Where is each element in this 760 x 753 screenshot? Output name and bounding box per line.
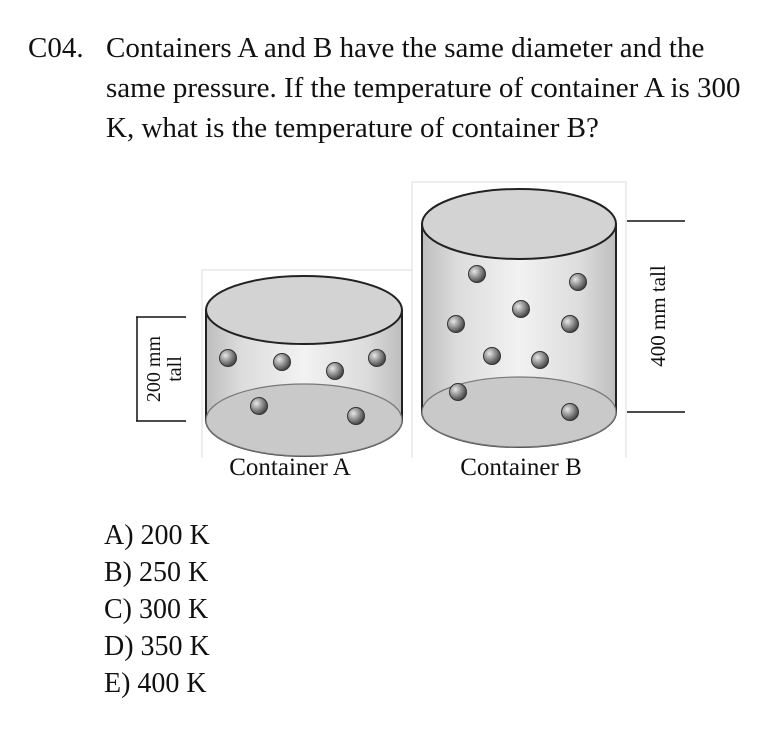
- container-a-bottom: [205, 383, 403, 457]
- container-a-particles: [219, 349, 386, 425]
- container-b-label: Container B: [460, 454, 582, 481]
- particle: [250, 397, 268, 415]
- particle: [561, 315, 579, 333]
- choice-b[interactable]: B) 250 K: [104, 557, 209, 588]
- container-b-top: [421, 188, 617, 260]
- choice-e[interactable]: E) 400 K: [104, 668, 207, 699]
- particle: [326, 362, 344, 380]
- particle: [273, 353, 291, 371]
- question-text: Containers A and B have the same diamete…: [106, 32, 741, 144]
- particle: [531, 351, 549, 369]
- particle: [368, 349, 386, 367]
- container-b-bottom: [421, 376, 617, 448]
- panel-frames: [201, 181, 627, 458]
- height-label-a-line2: tall: [164, 356, 186, 382]
- container-b-particles: [447, 265, 587, 421]
- height-marker-b: 400 mm tall: [627, 220, 685, 413]
- container-b: [421, 188, 617, 448]
- choice-a[interactable]: A) 200 K: [104, 520, 210, 551]
- particle: [561, 403, 579, 421]
- answer-choices: A) 200 K B) 250 K C) 300 K D) 350 K E) 4…: [104, 517, 210, 702]
- particle: [483, 347, 501, 365]
- particle: [347, 407, 365, 425]
- choice-d[interactable]: D) 350 K: [104, 631, 210, 662]
- container-a-label: Container A: [229, 454, 351, 481]
- container-a: [205, 275, 403, 457]
- height-label-a-line1: 200 mm: [143, 336, 165, 403]
- particle: [219, 349, 237, 367]
- particle: [468, 265, 486, 283]
- particle: [449, 383, 467, 401]
- height-label-b: 400 mm tall: [646, 265, 670, 367]
- particle: [447, 315, 465, 333]
- choice-c[interactable]: C) 300 K: [104, 594, 209, 625]
- question-number: C04.: [28, 32, 84, 64]
- particle: [569, 273, 587, 291]
- container-a-top: [205, 275, 403, 345]
- particle: [512, 300, 530, 318]
- height-marker-a: 200 mm tall: [136, 316, 186, 422]
